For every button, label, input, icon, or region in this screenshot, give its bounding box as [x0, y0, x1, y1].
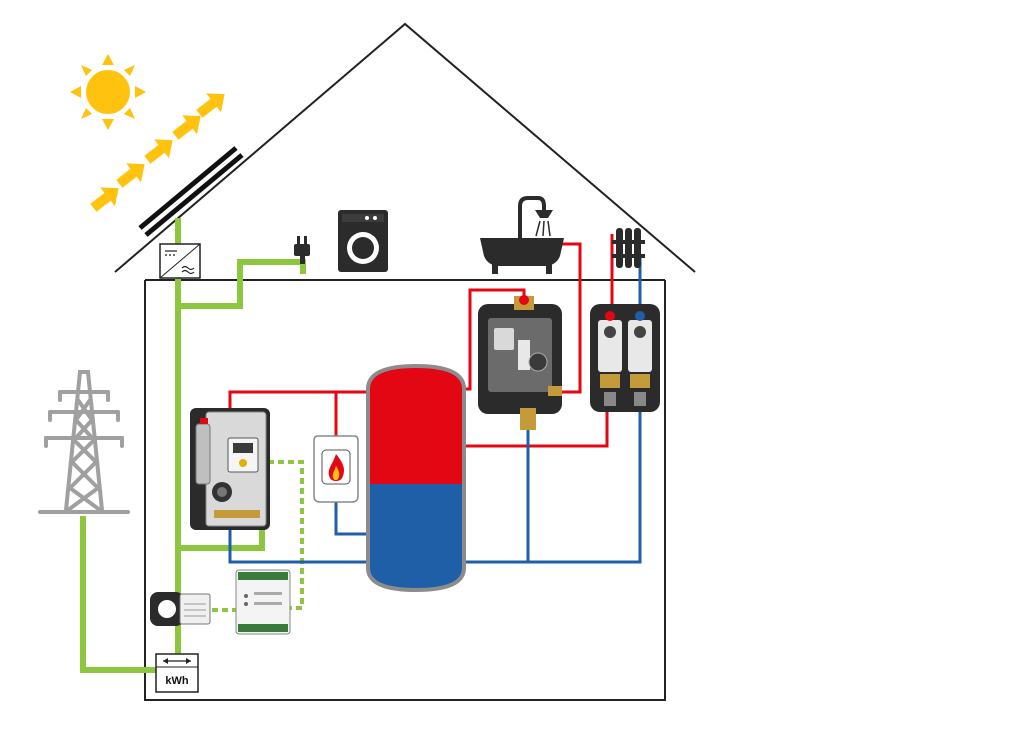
bathtub-shower-icon: [480, 196, 564, 274]
fresh-water-station: [478, 295, 562, 430]
sun-ray-arrow-icon: [172, 115, 201, 140]
solar-panel-icon: [138, 146, 244, 237]
control-signal-lines: [212, 460, 304, 612]
house-roof: [114, 22, 696, 273]
sun-ray-arrow-icon: [144, 139, 173, 164]
boiler-cold-line: [334, 502, 368, 536]
boiler-flame-icon: [321, 449, 351, 485]
control-line-top: [268, 460, 304, 610]
controller-module: [235, 569, 291, 635]
grid-line: [80, 516, 158, 673]
radiator-icon: [612, 228, 645, 268]
power-pylon-icon: [38, 370, 130, 514]
storage-tank: [366, 363, 466, 593]
hot-water-lines: [228, 234, 614, 448]
boiler: [313, 435, 359, 503]
sun-ray-arrow-icon: [116, 163, 145, 188]
sun-ray-arrows: [90, 93, 225, 212]
sun-icon: [70, 54, 146, 130]
bath-hot-line: [560, 242, 582, 394]
sun-ray-arrow-icon: [196, 93, 225, 118]
heater-station: [190, 408, 270, 530]
tank-hot-zone: [368, 366, 464, 484]
current-clamp-icon: [150, 592, 211, 626]
tank-to-radiator-hot-line: [464, 400, 609, 448]
inverter-to-plug-line: [178, 259, 306, 309]
electricity-meter-icon: kWh: [155, 653, 199, 693]
heater-cold-line: [228, 524, 368, 564]
heater-feed-line: [178, 524, 265, 551]
heating-circuit-station: [590, 304, 660, 412]
house-walls: [144, 280, 666, 701]
inverter-icon: [159, 243, 201, 279]
tank-to-station-hot-line: [464, 288, 526, 391]
washing-machine-icon: [338, 210, 388, 272]
tank-cold-zone: [368, 484, 464, 590]
heater-to-tank-hot-line: [228, 390, 368, 410]
meter-label: kWh: [165, 675, 189, 687]
tank-return-line: [462, 410, 642, 564]
sun-ray-arrow-icon: [90, 187, 119, 212]
power-plug-icon: [294, 236, 310, 264]
house-outline: [114, 22, 696, 701]
